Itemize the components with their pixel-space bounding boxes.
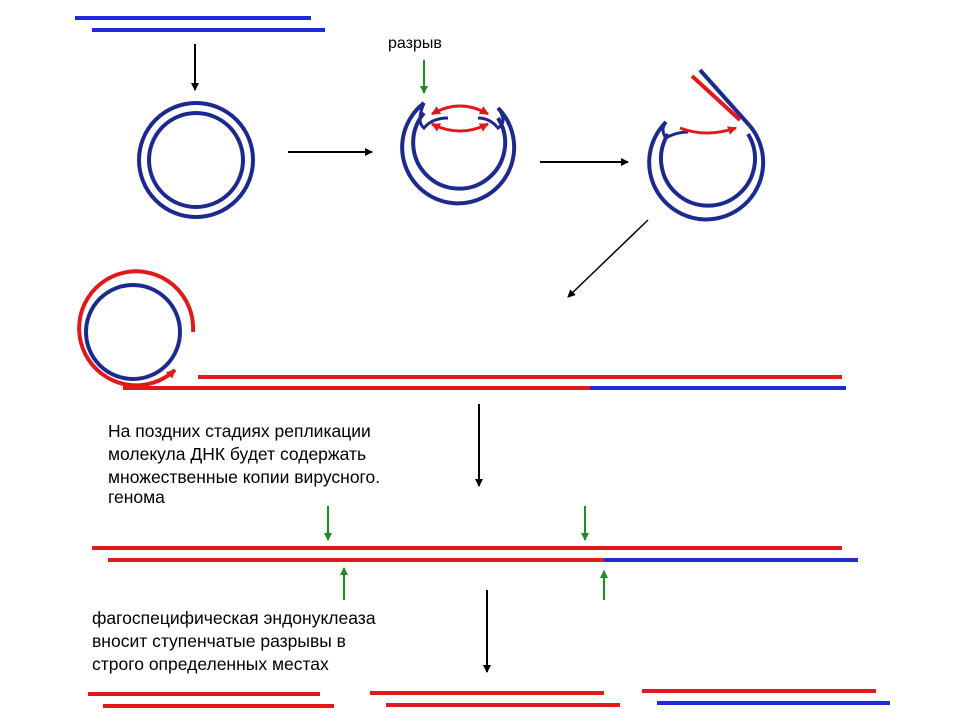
late-stage-line-4: генома [108, 487, 165, 507]
late-stage-text: На поздних стадиях репликации молекула Д… [108, 421, 380, 507]
genome-fragment-1 [88, 692, 334, 708]
arrow-diagonal [567, 219, 649, 298]
nicked-circle [400, 101, 517, 206]
endonuclease-text: фагоспецифическая эндонуклеаза вносит ст… [92, 608, 376, 674]
endonuclease-line-2: вносит ступенчатые разрывы в [92, 631, 346, 651]
genome-fragment-2 [370, 691, 620, 707]
endonuclease-line-3: строго определенных местах [92, 654, 329, 674]
late-stage-line-3: множественные копии вирусного. [108, 467, 380, 487]
linear-dna-top [75, 16, 325, 32]
break-label: разрыв [388, 35, 442, 52]
late-stage-line-1: На поздних стадиях репликации [108, 421, 371, 441]
rolling-circle-start [647, 68, 766, 222]
circular-dna [137, 101, 255, 219]
endonuclease-line-1: фагоспецифическая эндонуклеаза [92, 608, 376, 628]
concatemer-rolling-circle [77, 269, 846, 390]
late-stage-line-2: молекула ДНК будет содержать [108, 444, 366, 464]
genome-fragment-3 [642, 689, 890, 705]
concatemer-dna [92, 546, 858, 562]
